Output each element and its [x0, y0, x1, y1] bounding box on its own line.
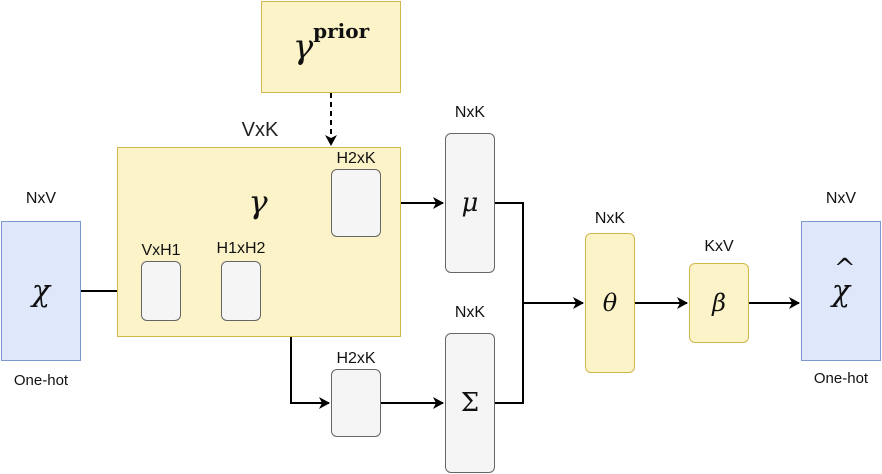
input-dim-label: NxV	[25, 190, 57, 207]
layer1-node	[141, 261, 181, 321]
input-node	[1, 221, 81, 361]
layer-mu-dim-label: H2xK	[336, 150, 376, 167]
edge-mu-to-theta	[495, 202, 584, 309]
edge-sigma-to-theta	[495, 303, 524, 404]
output-hat: ^	[833, 253, 856, 284]
gamma-prior-base: γ	[292, 27, 314, 67]
output-base-symbol: χ	[831, 273, 851, 309]
theta-dim-label: NxK	[594, 210, 626, 227]
encoder-dim-label: VxK	[241, 119, 279, 141]
output-dim-label: NxV	[825, 190, 857, 207]
beta-node	[689, 263, 749, 343]
output-symbol: ^ χ	[801, 221, 881, 361]
sigma-symbol: Σ	[460, 388, 480, 418]
gamma-prior-node	[261, 1, 401, 93]
mu-node	[445, 133, 495, 273]
layer-sigma-dim-label: H2xK	[336, 350, 376, 367]
mu-symbol: μ	[461, 188, 479, 218]
output-caption: One-hot	[813, 370, 869, 387]
gamma-prior-superscript: prior	[313, 19, 370, 43]
layer2-node	[221, 261, 261, 321]
encoder-symbol: γ	[248, 183, 268, 221]
layer-mu-node	[331, 169, 381, 237]
theta-node	[585, 233, 635, 373]
theta-symbol: θ	[602, 289, 618, 317]
sigma-node	[445, 333, 495, 473]
layer1-dim-label: VxH1	[141, 242, 181, 259]
beta-symbol: β	[712, 289, 726, 317]
input-symbol: χ	[31, 273, 51, 309]
layer2-dim-label: H1xH2	[216, 240, 266, 257]
beta-dim-label: KxV	[704, 238, 734, 255]
input-caption: One-hot	[13, 372, 69, 389]
sigma-dim-label: NxK	[454, 304, 486, 321]
mu-dim-label: NxK	[454, 104, 486, 121]
layer-sigma-node	[331, 369, 381, 437]
output-node	[801, 221, 881, 361]
